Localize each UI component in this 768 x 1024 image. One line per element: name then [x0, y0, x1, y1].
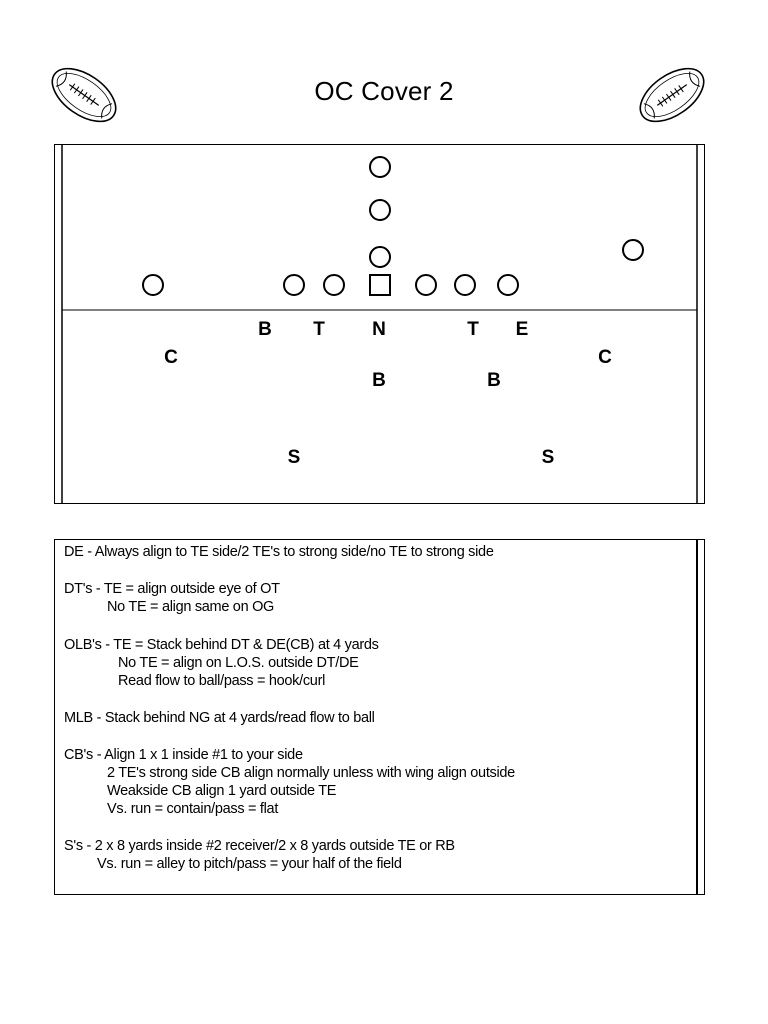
defender-end-left: B — [258, 319, 272, 340]
note-olb: OLB's - TE = Stack behind DT & DE(CB) at… — [64, 637, 379, 653]
note-s: S's - 2 x 8 yards inside #2 receiver/2 x… — [64, 838, 455, 854]
page-title: OC Cover 2 — [314, 76, 454, 106]
offense-center — [369, 274, 391, 296]
notes-inner-border — [55, 540, 698, 894]
offense-quarterback — [369, 246, 391, 268]
defender-end-right: E — [516, 319, 529, 340]
coaching-notes: DE - Always align to TE side/2 TE's to s… — [54, 539, 705, 895]
offense-left-guard — [323, 274, 345, 296]
note-mlb: MLB - Stack behind NG at 4 yards/read fl… — [64, 710, 375, 726]
offense-wide-receiver-right — [622, 239, 644, 261]
note-de: DE - Always align to TE side/2 TE's to s… — [64, 544, 494, 560]
note-cb-weak: Weakside CB align 1 yard outside TE — [107, 783, 337, 799]
offense-left-tackle — [283, 274, 305, 296]
note-olb-read: Read flow to ball/pass = hook/curl — [118, 673, 326, 689]
note-olb-no-te: No TE = align on L.O.S. outside DT/DE — [118, 655, 359, 671]
note-s-run: Vs. run = alley to pitch/pass = your hal… — [97, 856, 402, 872]
field-diagram: B T N T E C C B B S S — [54, 144, 705, 504]
note-cb-run: Vs. run = contain/pass = flat — [107, 801, 279, 817]
offense-right-tackle — [454, 274, 476, 296]
defender-middle-linebacker: B — [372, 370, 386, 391]
football-icon — [639, 67, 705, 123]
offense-right-guard — [415, 274, 437, 296]
defender-tackle-right: T — [467, 319, 479, 340]
football-icon — [51, 67, 117, 123]
defender-corner-left: C — [164, 347, 178, 368]
note-dt: DT's - TE = align outside eye of OT — [64, 581, 280, 597]
offense-split-end-left — [142, 274, 164, 296]
defender-tackle-left: T — [313, 319, 325, 340]
offense-tailback — [369, 156, 391, 178]
defender-outside-linebacker: B — [487, 370, 501, 391]
note-dt-no-te: No TE = align same on OG — [107, 599, 275, 615]
offense-tight-end — [497, 274, 519, 296]
offense-fullback — [369, 199, 391, 221]
defender-nose-guard: N — [372, 319, 386, 340]
defender-safety-left: S — [288, 447, 301, 468]
defender-safety-right: S — [542, 447, 555, 468]
note-cb-strong: 2 TE's strong side CB align normally unl… — [107, 765, 515, 781]
defender-corner-right: C — [598, 347, 612, 368]
note-cb: CB's - Align 1 x 1 inside #1 to your sid… — [64, 747, 303, 763]
